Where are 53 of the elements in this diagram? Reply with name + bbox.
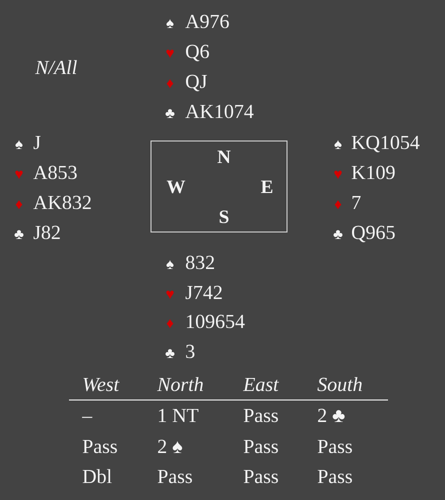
column-header: West bbox=[84, 378, 120, 392]
bid: Pass bbox=[244, 470, 278, 484]
card-holding: A976 bbox=[185, 14, 229, 28]
spade-symbol: ♠ bbox=[166, 260, 174, 269]
card-holding: 109654 bbox=[186, 314, 245, 328]
club-symbol: ♣ bbox=[334, 230, 342, 239]
deal-info: N/All bbox=[35, 60, 77, 74]
bid: – bbox=[82, 416, 92, 418]
card-holding: AK1074 bbox=[185, 104, 254, 118]
card-holding: AK832 bbox=[33, 196, 91, 210]
heart-symbol: ♥ bbox=[15, 170, 23, 180]
card-holding: 832 bbox=[186, 256, 214, 270]
bid: Pass bbox=[318, 470, 352, 484]
column-header: South bbox=[317, 377, 362, 392]
bid: Pass bbox=[318, 440, 352, 454]
spade-symbol: ♠ bbox=[166, 19, 174, 28]
heart-symbol: ♥ bbox=[166, 290, 174, 300]
spade-symbol: ♠ bbox=[334, 140, 342, 149]
club-symbol: ♣ bbox=[14, 230, 24, 239]
diamond-symbol: ♦ bbox=[166, 319, 174, 328]
seat-letter: E bbox=[261, 180, 272, 193]
bid: Pass bbox=[244, 440, 278, 454]
bid: Pass bbox=[158, 470, 192, 484]
diamond-symbol: ♦ bbox=[16, 200, 22, 210]
card-holding: J742 bbox=[186, 286, 222, 300]
card-holding: Q6 bbox=[186, 44, 209, 62]
bid: 1 NT bbox=[158, 408, 198, 422]
spade-symbol: ♠ bbox=[15, 140, 23, 149]
card-holding: Q965 bbox=[352, 226, 395, 242]
card-holding: 7 bbox=[352, 196, 361, 209]
seat-letter: N bbox=[218, 150, 231, 163]
heart-symbol: ♥ bbox=[166, 50, 174, 58]
heart-symbol: ♥ bbox=[334, 170, 342, 180]
card-holding: 3 bbox=[186, 344, 194, 358]
bid: Dbl bbox=[82, 469, 112, 484]
card-holding: KQ1054 bbox=[352, 136, 420, 152]
diamond-symbol: ♦ bbox=[334, 200, 342, 210]
bid: Pass bbox=[244, 408, 278, 422]
diamond-symbol: ♦ bbox=[166, 79, 174, 88]
seat-letter: W bbox=[166, 180, 186, 194]
club-symbol: ♣ bbox=[166, 349, 174, 358]
bid: 2 ♣ bbox=[318, 408, 345, 422]
card-holding: QJ bbox=[186, 74, 207, 92]
card-holding: J bbox=[34, 136, 41, 150]
bid: 2 ♠ bbox=[158, 440, 182, 453]
column-header: East bbox=[242, 378, 280, 392]
card-holding: A853 bbox=[33, 166, 77, 180]
seat-letter: S bbox=[220, 210, 228, 224]
club-symbol: ♣ bbox=[166, 109, 174, 118]
bid: Pass bbox=[82, 440, 117, 454]
column-header: North bbox=[157, 377, 203, 392]
card-holding: J82 bbox=[34, 226, 60, 240]
card-holding: K109 bbox=[352, 166, 395, 180]
